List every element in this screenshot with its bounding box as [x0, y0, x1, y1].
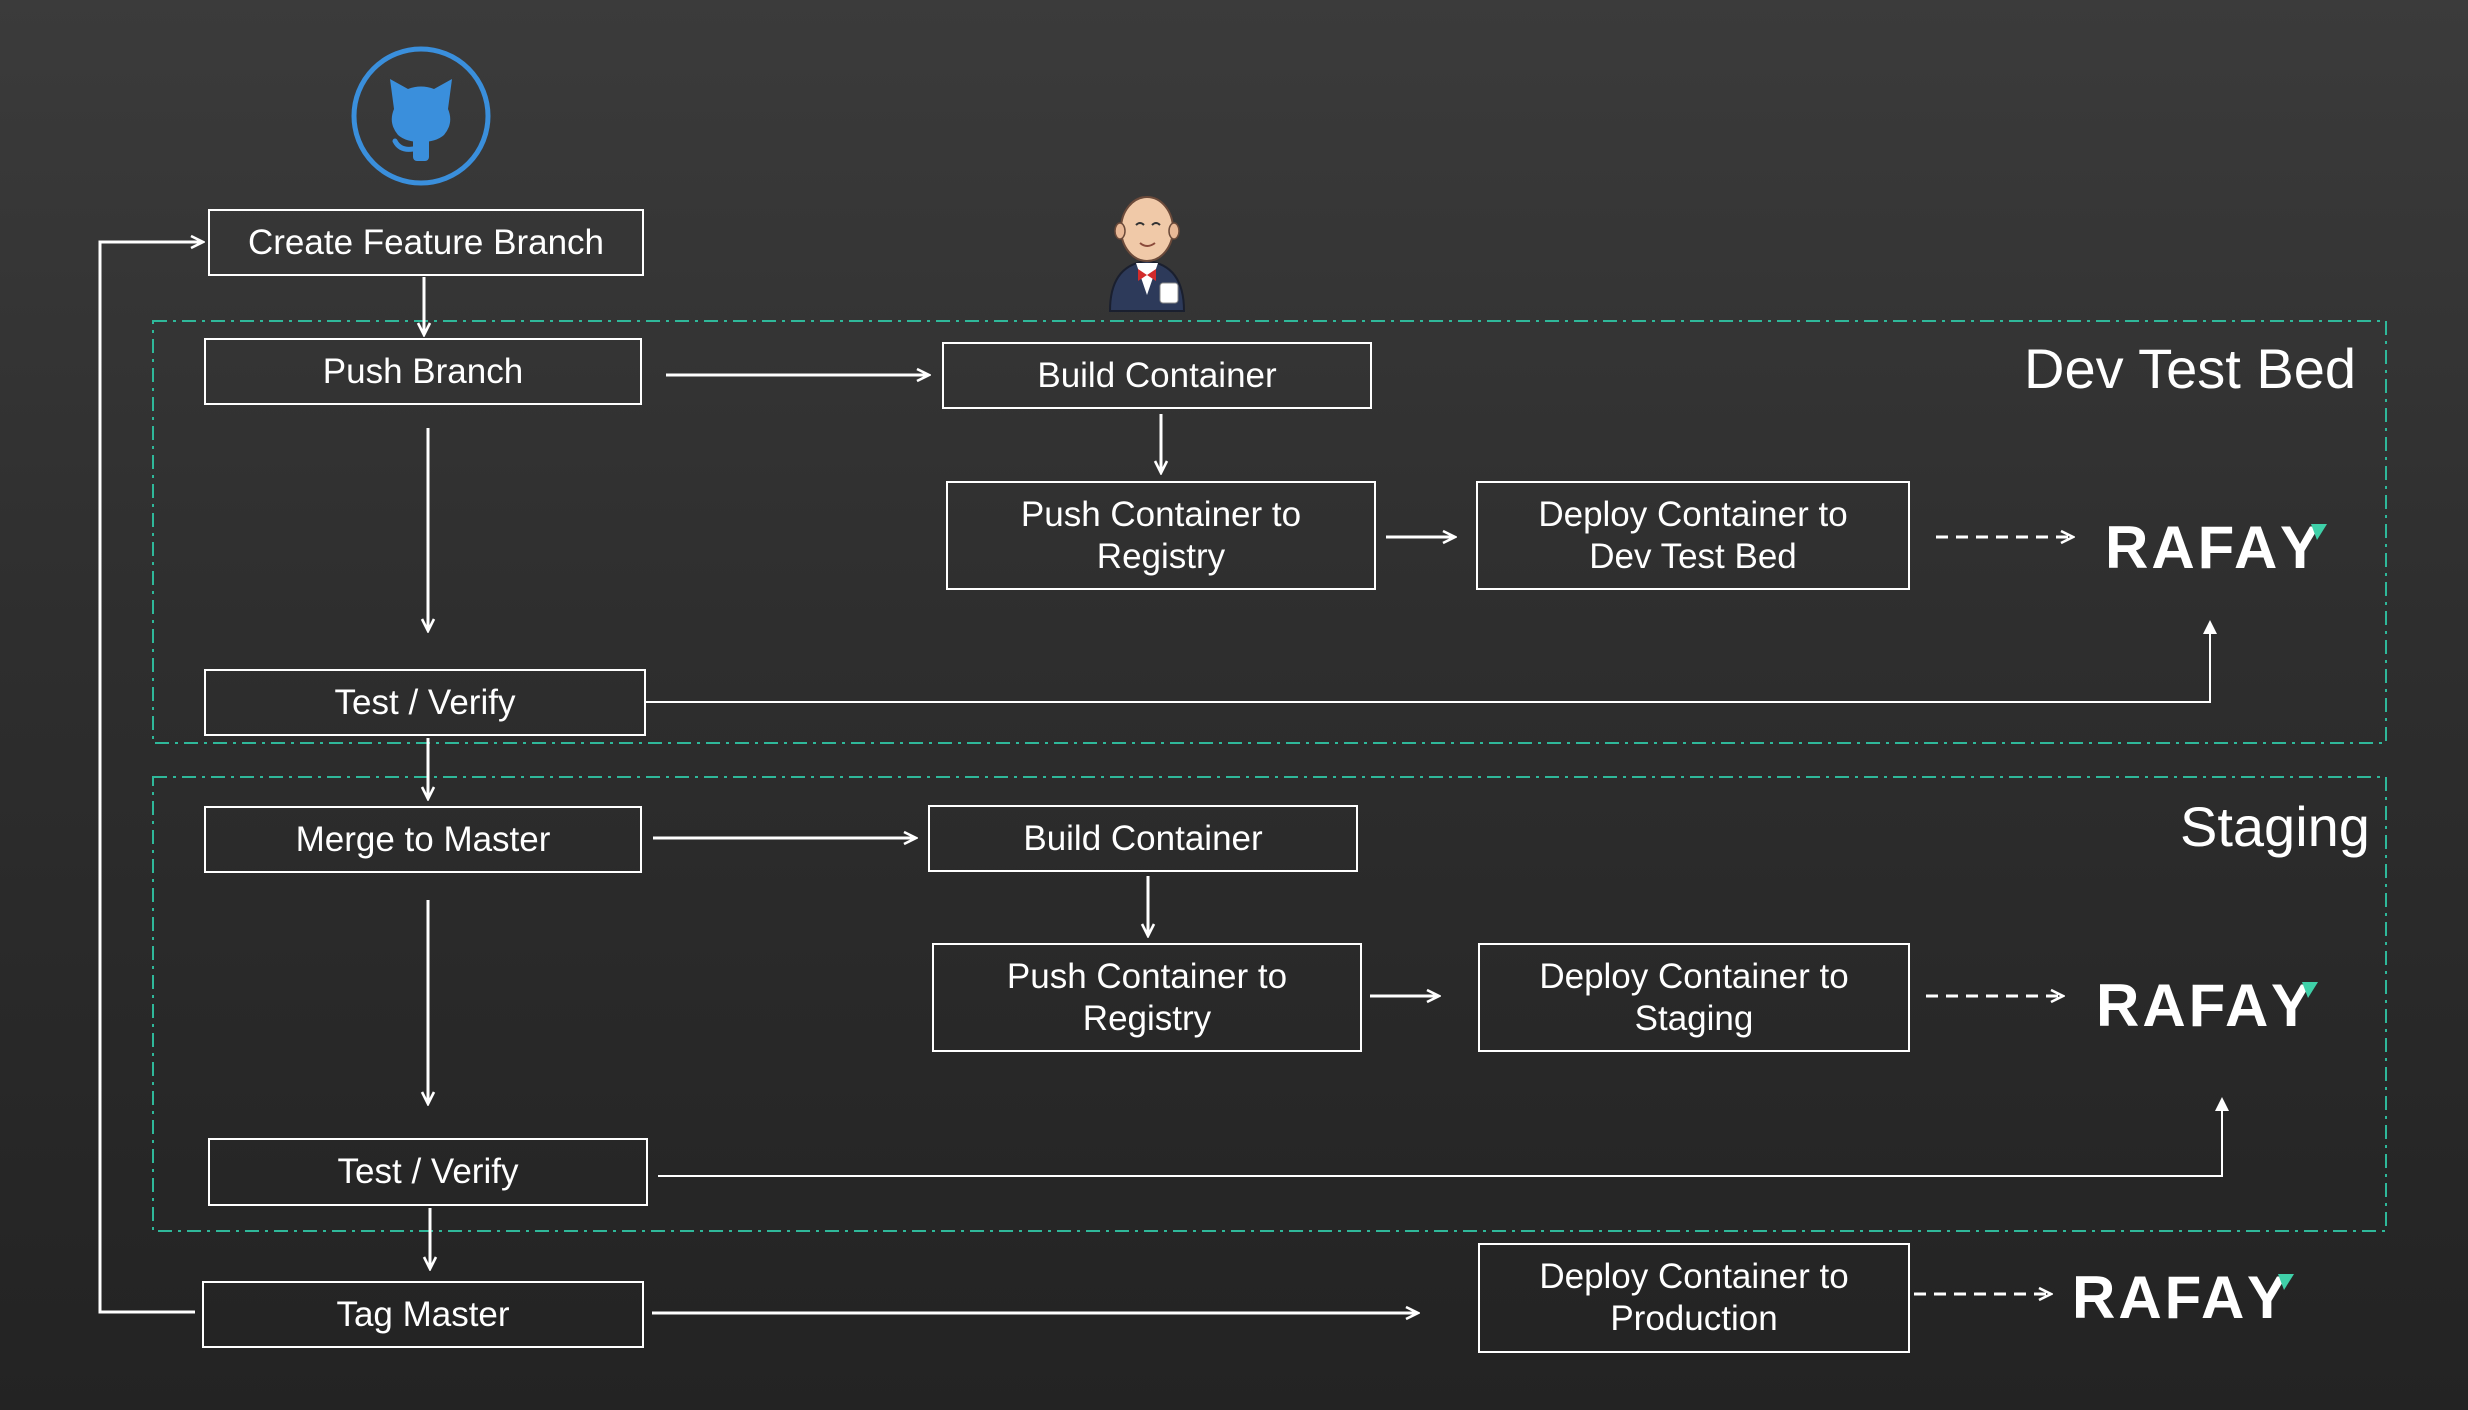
rafay-logo-dev: RAFA Y: [2105, 508, 2335, 588]
loop-back-connector: [98, 242, 202, 1314]
github-octocat-icon: [350, 45, 492, 187]
build-container-staging-box[interactable]: Build Container: [928, 805, 1358, 872]
staging-label: Staging: [2180, 795, 2370, 858]
tag-master-box[interactable]: Tag Master: [202, 1281, 644, 1348]
dev-test-bed-zone: [152, 320, 2387, 744]
deploy-container-dev-box[interactable]: Deploy Container to Dev Test Bed: [1476, 481, 1910, 590]
test-verify-dev-box[interactable]: Test / Verify: [204, 669, 646, 736]
connector-test-staging-to-rafay: [658, 1097, 2229, 1177]
jenkins-butler-icon: [1100, 183, 1195, 313]
connector-test-dev-to-rafay: [644, 620, 2217, 703]
rafay-logo-production: RAFA Y: [2072, 1258, 2302, 1338]
push-branch-box[interactable]: Push Branch: [204, 338, 642, 405]
build-container-dev-box[interactable]: Build Container: [942, 342, 1372, 409]
deploy-container-staging-box[interactable]: Deploy Container to Staging: [1478, 943, 1910, 1052]
deploy-container-production-box[interactable]: Deploy Container to Production: [1478, 1243, 1910, 1353]
test-verify-staging-box[interactable]: Test / Verify: [208, 1138, 648, 1206]
rafay-logo-staging: RAFA Y: [2096, 966, 2326, 1046]
push-container-registry-dev-box[interactable]: Push Container to Registry: [946, 481, 1376, 590]
rafay-logo-text: RAFA: [2072, 1264, 2247, 1331]
rafay-logo-text: RAFA: [2105, 514, 2280, 581]
rafay-logo-text: RAFA: [2096, 972, 2271, 1039]
create-feature-branch-box[interactable]: Create Feature Branch: [208, 209, 644, 276]
staging-zone: [152, 776, 2387, 1232]
dev-test-bed-label: Dev Test Bed: [2024, 337, 2357, 400]
push-container-registry-staging-box[interactable]: Push Container to Registry: [932, 943, 1362, 1052]
merge-to-master-box[interactable]: Merge to Master: [204, 806, 642, 873]
